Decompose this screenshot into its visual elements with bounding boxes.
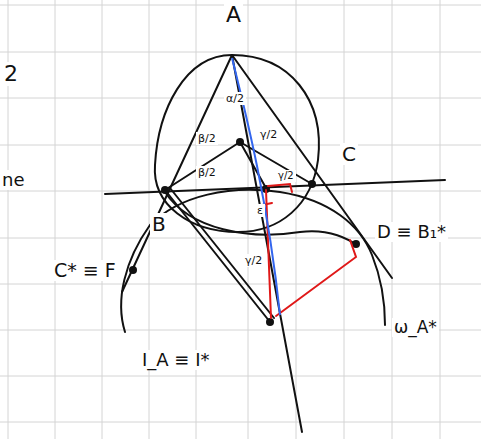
- red-construction: [262, 184, 356, 318]
- point-label: C: [340, 143, 358, 165]
- angle-label: β/2: [196, 166, 218, 179]
- point-label: C* ≡ F: [52, 260, 118, 281]
- point-label: 2: [2, 62, 20, 86]
- angle-label: β/2: [196, 132, 218, 145]
- construction: [105, 55, 445, 432]
- point-label: ω_A*: [392, 318, 439, 337]
- angle-label: ε: [255, 204, 265, 217]
- point-label: ne: [0, 170, 26, 190]
- angle-label: α/2: [224, 92, 246, 105]
- point-label: I_A ≡ I*: [140, 350, 211, 370]
- point-label: D ≡ B₁*: [375, 222, 448, 242]
- angle-label: γ/2: [276, 170, 296, 182]
- point-label: A: [224, 3, 243, 27]
- point-label: B: [150, 213, 168, 235]
- angle-label: γ/2: [258, 128, 279, 141]
- angle-label: γ/2: [243, 254, 264, 267]
- points: [129, 138, 360, 326]
